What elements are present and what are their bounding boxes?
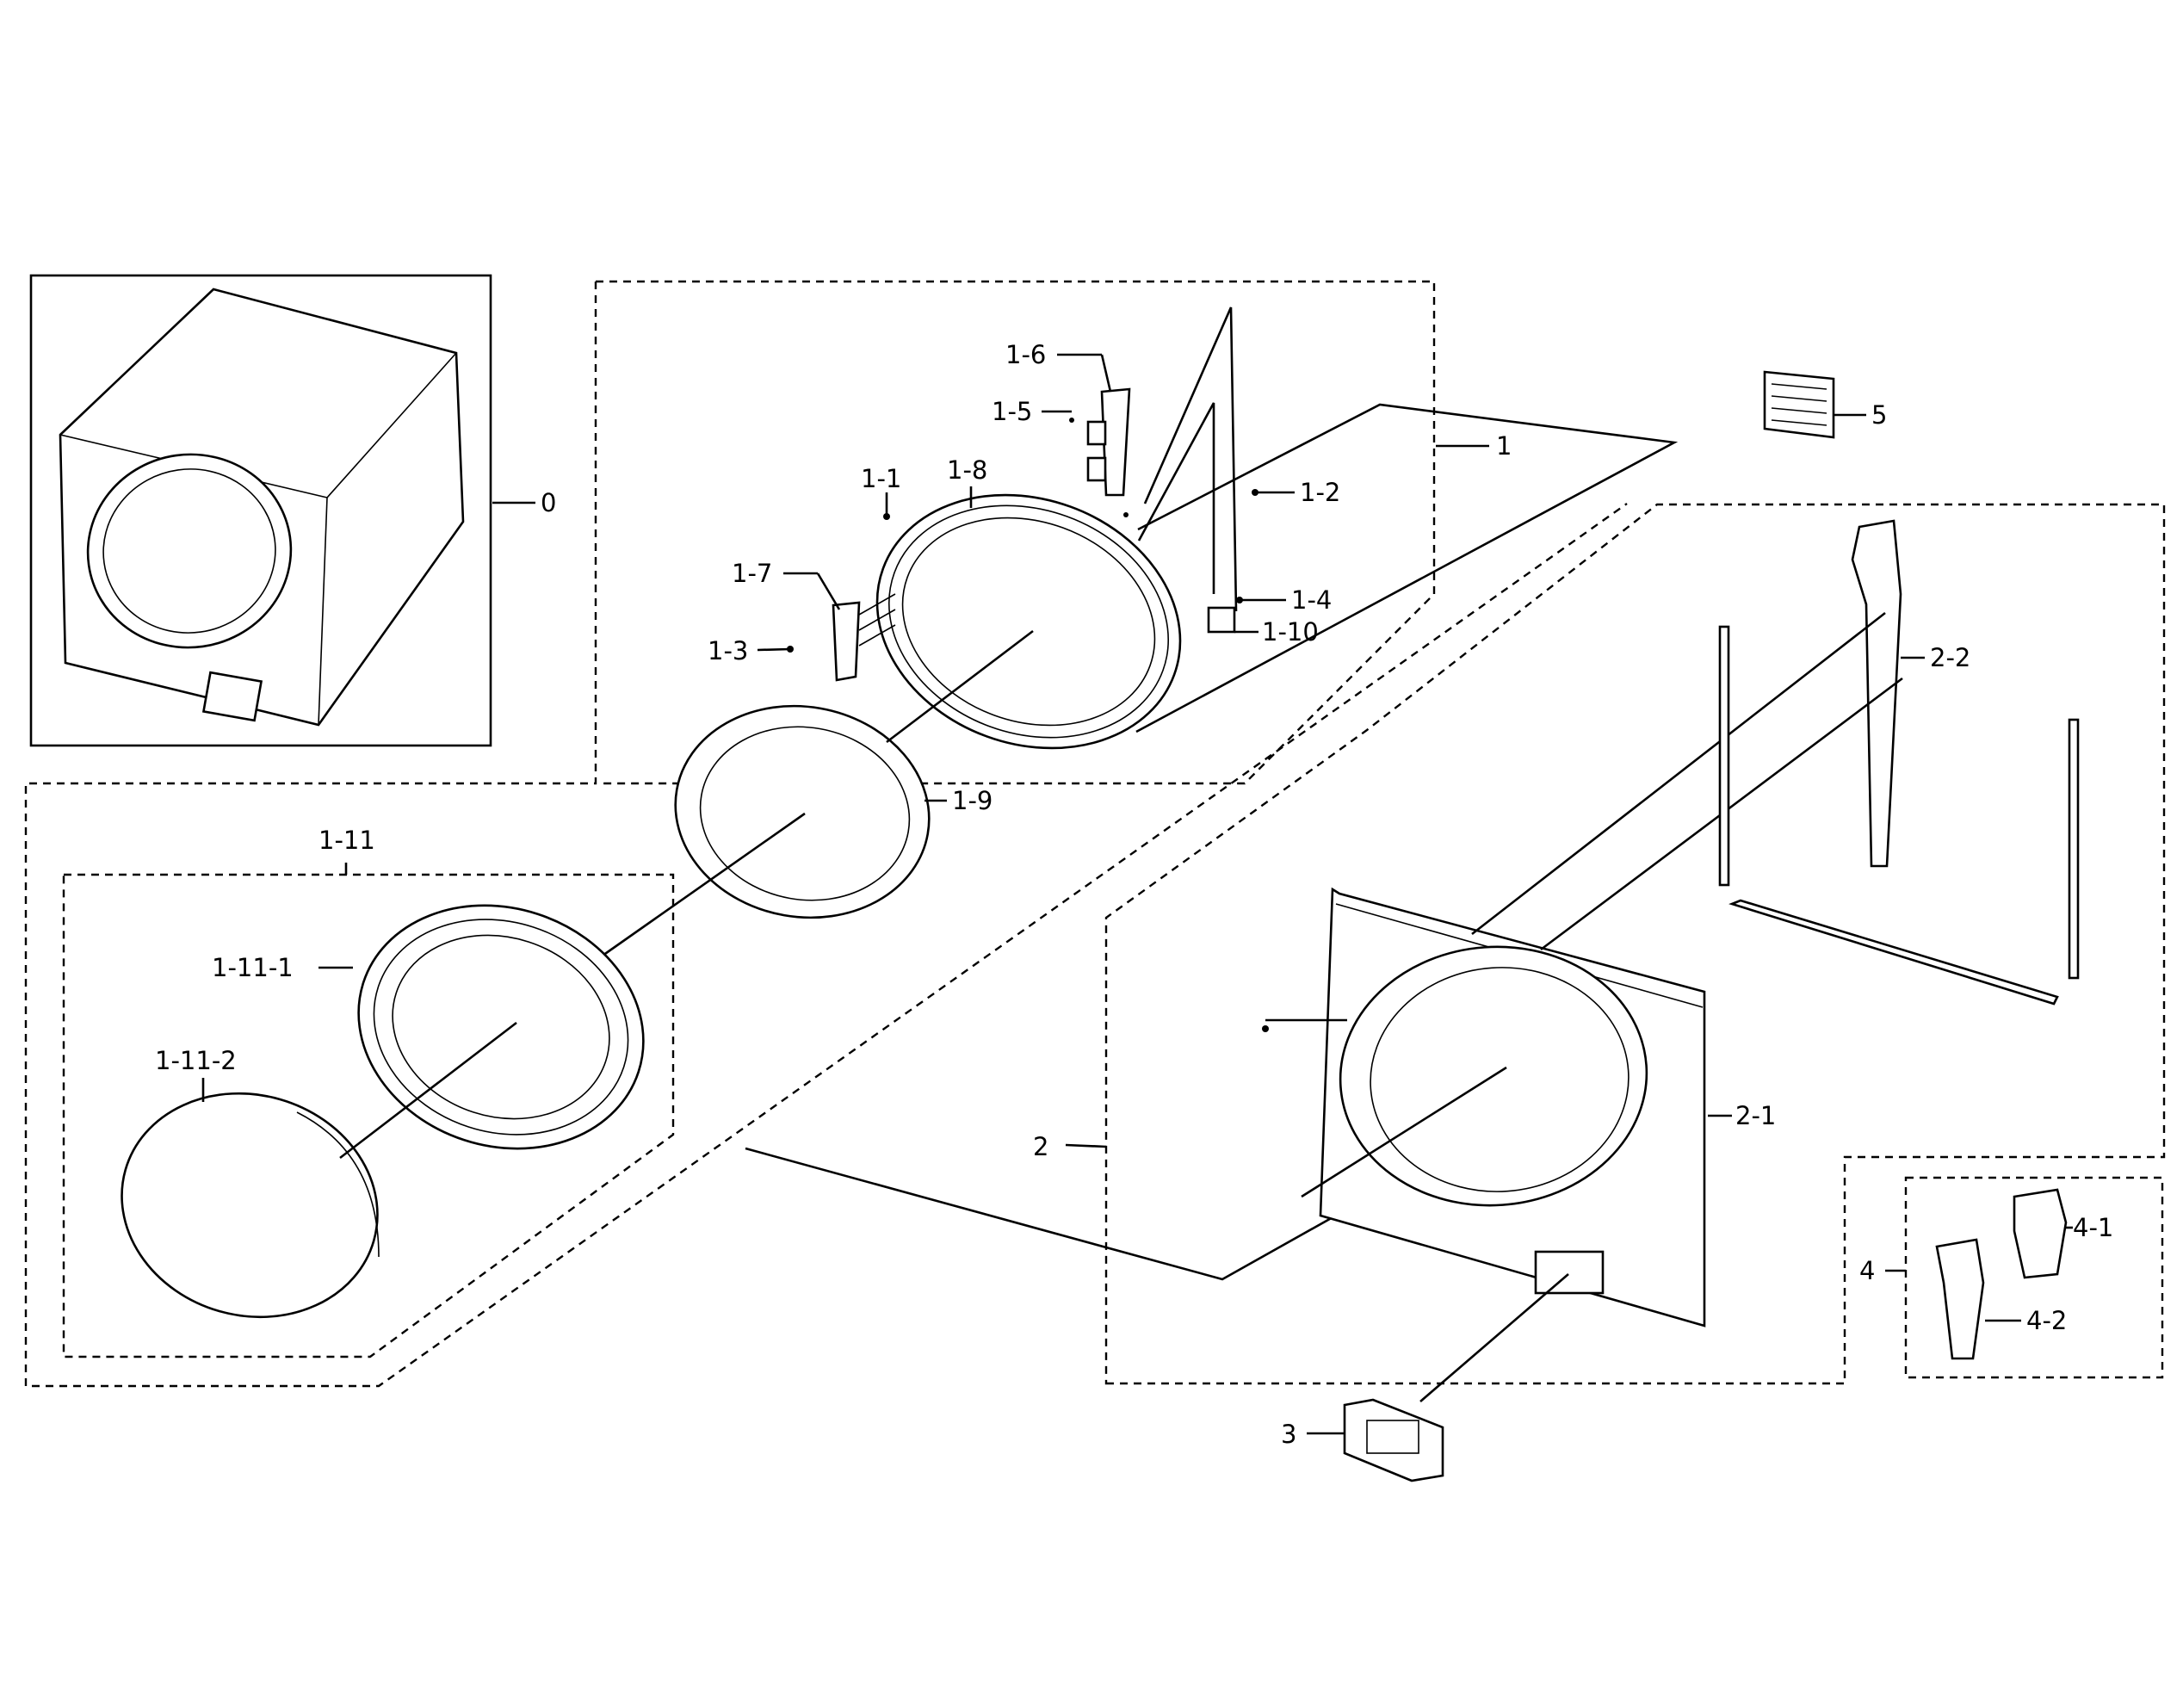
callout-1-6: 1-6: [1005, 340, 1046, 369]
hinge-bracket-part-1-7: [832, 593, 896, 682]
door-frame-part-1-8: [875, 493, 1182, 750]
assembly-1-boundary: [24, 280, 1628, 1388]
assembly-1-guide-lines: [1135, 306, 1679, 733]
callout-1-11-2: 1-11-2: [155, 1046, 237, 1075]
dryer-complete-unit: [59, 288, 465, 727]
latch-part-1-10: [1207, 606, 1236, 634]
screw-dot-b: [1262, 1025, 1269, 1032]
screw-dot-a: [1123, 512, 1129, 517]
callout-1-5: 1-5: [992, 397, 1032, 426]
door-outer-cover-part-1-11-1: [357, 904, 645, 1150]
assembly-4-boundary: [1904, 1176, 2164, 1379]
callout-3: 3: [1281, 1420, 1296, 1449]
callout-4: 4: [1859, 1256, 1875, 1285]
callout-2-1: 2-1: [1735, 1101, 1776, 1130]
hinge-part-4-1: [2013, 1188, 2068, 1279]
callout-1-8: 1-8: [947, 455, 987, 485]
callout-2-2: 2-2: [1930, 643, 1970, 672]
sealing-strips: [1718, 625, 2080, 1006]
assembly-2-boundary: [1104, 503, 2166, 1385]
callout-1-9: 1-9: [952, 786, 993, 815]
screw-part-1-5: [1069, 418, 1074, 423]
front-panel-part-2-1: [1319, 887, 1706, 1327]
callout-1-1: 1-1: [861, 464, 901, 493]
door-ring-part-1-9: [674, 704, 931, 919]
callout-1: 1: [1496, 431, 1512, 461]
hinge-part-1-6: [1086, 387, 1131, 497]
panel-bracket-part-2-2: [1851, 519, 1902, 868]
callout-0: 0: [541, 488, 556, 517]
filter-pad-part-5: [1763, 370, 1835, 439]
callout-1-11: 1-11: [318, 826, 375, 855]
callout-5: 5: [1871, 400, 1887, 430]
callout-4-2: 4-2: [2026, 1306, 2067, 1335]
callout-1-7: 1-7: [732, 559, 772, 588]
door-glass-part-1-11-2: [121, 1092, 380, 1319]
callout-2: 2: [1033, 1132, 1048, 1161]
assembly-0-frame: [29, 274, 492, 747]
callout-1-3: 1-3: [708, 636, 748, 665]
bracket-part-3: [1343, 1398, 1444, 1482]
callout-4-1: 4-1: [2073, 1213, 2113, 1242]
hinge-part-4-2: [1935, 1238, 1985, 1360]
callout-1-4: 1-4: [1291, 585, 1332, 615]
callout-1-10: 1-10: [1262, 617, 1319, 647]
callout-1-2: 1-2: [1300, 478, 1340, 507]
assembly-1-11-boundary: [62, 873, 675, 1358]
callout-1-11-1: 1-11-1: [212, 953, 294, 982]
